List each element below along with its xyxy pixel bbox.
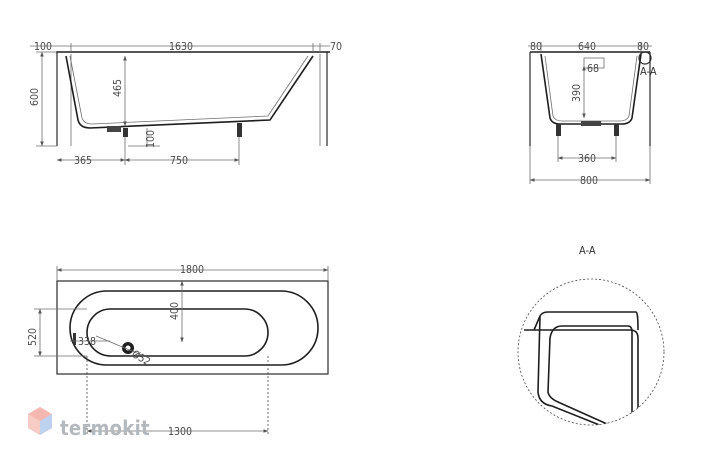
top-basin-outline <box>86 308 269 357</box>
detail-inner-top <box>562 325 633 425</box>
side-tub-profile <box>65 55 314 129</box>
detail-wall-inner <box>547 325 617 425</box>
end-dim-80-right: 80 <box>637 41 649 53</box>
end-foot-2 <box>614 124 619 136</box>
end-dim-390: 390 <box>571 84 583 102</box>
side-tub-inner-profile <box>69 55 309 125</box>
side-dim-750: 750 <box>170 155 188 167</box>
top-dim-1800: 1800 <box>180 264 204 276</box>
side-foot-2 <box>237 123 242 137</box>
end-drain <box>581 121 601 126</box>
end-dim-640: 640 <box>578 41 596 53</box>
end-foot-1 <box>556 124 561 136</box>
side-dim-365: 365 <box>74 155 92 167</box>
end-dim-800: 800 <box>580 175 598 187</box>
top-view: 1800 400 520 338 Ø52 1300 <box>27 264 329 438</box>
detail-title: A-A <box>579 244 596 257</box>
top-dim-520: 520 <box>27 328 39 346</box>
end-dim-360: 360 <box>578 153 596 165</box>
drain-hole-center <box>125 345 131 351</box>
side-dim-70: 70 <box>330 41 342 53</box>
top-dim-338: 338 <box>78 336 96 348</box>
side-dim-1630: 1630 <box>169 41 193 53</box>
end-view: 80 640 80 68 390 360 800 A-A <box>528 41 657 187</box>
detail-circle <box>517 278 665 426</box>
top-rim-outline <box>69 290 319 366</box>
end-section-label: A-A <box>640 65 657 78</box>
side-foot-1 <box>123 128 128 137</box>
side-drain <box>107 126 121 132</box>
end-overflow <box>583 57 605 69</box>
side-dim-100: 100 <box>34 41 52 53</box>
top-outline <box>56 280 329 375</box>
detail-wall-outer <box>537 315 613 425</box>
top-dim-400: 400 <box>169 302 181 320</box>
top-dim-1300: 1300 <box>168 426 192 438</box>
watermark: termokit <box>28 407 150 440</box>
side-dim-600: 600 <box>29 88 41 106</box>
detail-outer-rim <box>524 329 639 425</box>
brand-name: termokit <box>60 416 150 440</box>
overflow-marker <box>73 333 76 345</box>
end-dim-80-left: 80 <box>530 41 542 53</box>
side-dim-100-drain: 100 <box>145 130 157 148</box>
detail-view: A-A <box>517 244 665 426</box>
detail-rim-top <box>533 311 639 331</box>
section-a-circle <box>638 51 652 65</box>
end-dim-68: 68 <box>587 63 599 75</box>
side-dim-465: 465 <box>112 79 124 97</box>
side-view: 100 1630 70 600 465 100 365 750 <box>29 41 342 167</box>
